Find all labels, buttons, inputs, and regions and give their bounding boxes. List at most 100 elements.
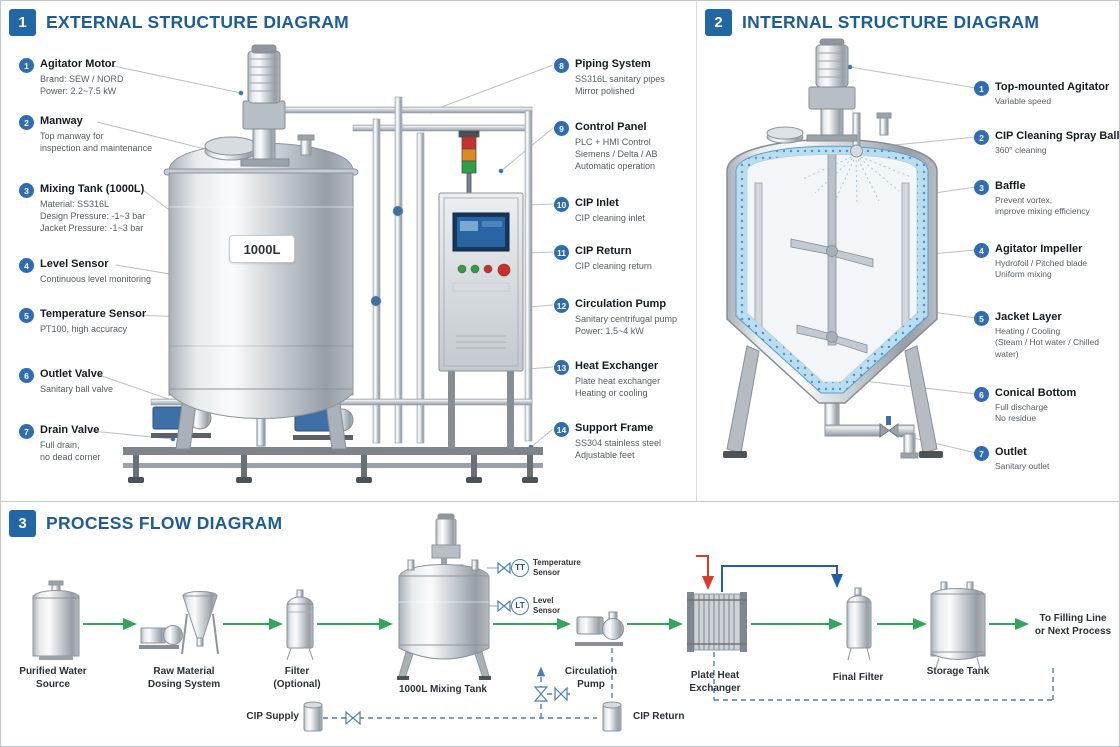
support-frame-graphic [123, 447, 543, 483]
flow-node-label: Raw Material Dosing System [147, 666, 221, 690]
purified-water-tank-graphic [32, 580, 80, 660]
heating-line [696, 555, 714, 590]
callout: 10 CIP Inlet CIP cleaning inlet [554, 197, 694, 224]
sensor-tag: TT [511, 558, 529, 577]
callout-desc: Full drain, no dead corner [40, 439, 101, 462]
callout: 2 CIP Cleaning Spray Ball 360° cleaning [974, 130, 1120, 156]
callout-number: 5 [974, 311, 989, 326]
sensor-label: Level Sensor [533, 596, 561, 615]
filter-graphic [286, 589, 314, 661]
callout-title: Manway [40, 115, 83, 127]
callout-title: Baffle [995, 180, 1026, 192]
callout-title: Drain Valve [40, 424, 100, 436]
callout-desc: PLC + HMI Control Siemens / Delta / AB A… [575, 136, 658, 171]
flow-node-label: Storage Tank [926, 666, 990, 677]
cip-lines [323, 648, 1054, 719]
callout: 11 CIP Return CIP cleaning return [554, 245, 694, 272]
cip-valves [345, 686, 568, 726]
callout-number: 3 [19, 183, 34, 198]
product-return-line [721, 565, 843, 592]
cip-return-label: CIP Return [633, 711, 685, 722]
callout-number: 1 [974, 81, 989, 96]
callout-desc: Plate heat exchanger Heating or cooling [575, 375, 661, 398]
callout-title: Outlet Valve [40, 368, 103, 380]
control-panel-graphic [438, 192, 524, 449]
flow-node-label: Circulation Pump [564, 666, 618, 690]
callout-title: Outlet [995, 446, 1027, 458]
callout: 4 Agitator Impeller Hydrofoil / Pitched … [974, 243, 1119, 281]
sensor-tag: LT [511, 596, 529, 615]
callout-desc: Top manway for inspection and maintenanc… [40, 130, 153, 153]
flow-node-label: To Filling Line or Next Process [1034, 613, 1112, 637]
flow-node-label: Filter (Optional) [273, 666, 321, 690]
callout: 6 Conical Bottom Full discharge No resid… [974, 387, 1119, 425]
panel-title: PROCESS FLOW DIAGRAM [46, 513, 283, 533]
sensor-taps [487, 561, 514, 613]
callout-desc: Variable speed [995, 95, 1052, 106]
callout-title: CIP Cleaning Spray Ball [995, 130, 1120, 142]
callout: 9 Control Panel PLC + HMI Control Siemen… [554, 121, 694, 172]
mini-mixing-tank-graphic [397, 513, 491, 680]
callout-number: 13 [554, 360, 569, 375]
external-illustration [90, 44, 554, 483]
callout-title: Agitator Impeller [995, 243, 1083, 255]
callout: 13 Heat Exchanger Plate heat exchanger H… [554, 360, 694, 399]
flow-node-label: 1000L Mixing Tank [399, 684, 487, 695]
callout: 4 Level Sensor Continuous level monitori… [19, 258, 171, 285]
sensor: LT Level Sensor [511, 596, 560, 615]
callout-desc: SS316L sanitary pipes Mirror polished [575, 73, 665, 96]
callout-desc: Heating / Cooling (Steam / Hot water / C… [995, 325, 1099, 359]
agitator-shaft [827, 154, 837, 346]
heat-exchanger-graphic [687, 592, 747, 652]
callout-number: 11 [554, 245, 569, 260]
callout-desc: Hydrofoil / Pitched blade Uniform mixing [995, 257, 1088, 280]
callout-number: 7 [19, 424, 34, 439]
callout-desc: Full discharge No residue [995, 401, 1048, 424]
callout-desc: Sanitary ball valve [40, 383, 114, 394]
final-filter-graphic [846, 587, 872, 661]
callout-desc: Prevent vortex, improve mixing efficienc… [995, 194, 1090, 217]
callout-desc: CIP cleaning inlet [575, 212, 645, 223]
callout-desc: Brand: SEW / NORD Power: 2.2~7.5 kW [40, 73, 124, 96]
callout-number: 14 [554, 422, 569, 437]
flow-node-label: Purified Water Source [19, 666, 87, 690]
callout-title: Support Frame [575, 422, 654, 434]
panel-number-badge: 3 [9, 510, 36, 537]
callout-desc: Continuous level monitoring [40, 273, 152, 284]
callout: 5 Temperature Sensor PT100, high accurac… [19, 308, 171, 335]
callout-number: 2 [974, 130, 989, 145]
tank-capacity-label: 1000L [229, 235, 295, 263]
callout: 7 Drain Valve Full drain, no dead corner [19, 424, 171, 463]
cip-vessels [303, 701, 622, 732]
sensor: TT Temperature Sensor [511, 558, 581, 577]
internal-header: 2 INTERNAL STRUCTURE DIAGRAM [705, 9, 1039, 36]
callout-desc: SS304 stainless steel Adjustable feet [575, 437, 662, 460]
callout: 7 Outlet Sanitary outlet [974, 446, 1119, 472]
callout-title: Top-mounted Agitator [995, 81, 1110, 93]
panel-internal: 2 INTERNAL STRUCTURE DIAGRAM [696, 1, 1120, 501]
callout-title: Conical Bottom [995, 387, 1077, 399]
callout-number: 6 [19, 368, 34, 383]
signal-tower-graphic [458, 130, 480, 194]
callout: 2 Manway Top manway for inspection and m… [19, 115, 171, 154]
flow-node-label: Final Filter [832, 672, 884, 683]
callout-title: CIP Inlet [575, 197, 619, 209]
sensor-label: Temperature Sensor [533, 558, 581, 577]
head-fittings [766, 112, 892, 154]
callout-title: Agitator Motor [40, 58, 116, 70]
spray-ball-graphic [850, 144, 863, 158]
mixing-tank-graphic [163, 134, 359, 419]
callout-number: 5 [19, 308, 34, 323]
panel-process: 3 PROCESS FLOW DIAGRAM [1, 501, 1119, 746]
external-header: 1 EXTERNAL STRUCTURE DIAGRAM [9, 9, 349, 36]
callout-desc: CIP cleaning return [575, 260, 652, 271]
callout: 1 Agitator Motor Brand: SEW / NORD Power… [19, 58, 171, 97]
outlet-graphic [824, 400, 919, 459]
callout-number: 4 [19, 258, 34, 273]
callout: 1 Top-mounted Agitator Variable speed [974, 81, 1119, 107]
callout-desc: Sanitary outlet [995, 460, 1050, 471]
callout-number: 10 [554, 197, 569, 212]
callout-number: 1 [19, 58, 34, 73]
flow-node-label: Plate Heat Exchanger [689, 670, 741, 694]
panel-title: EXTERNAL STRUCTURE DIAGRAM [46, 12, 350, 32]
